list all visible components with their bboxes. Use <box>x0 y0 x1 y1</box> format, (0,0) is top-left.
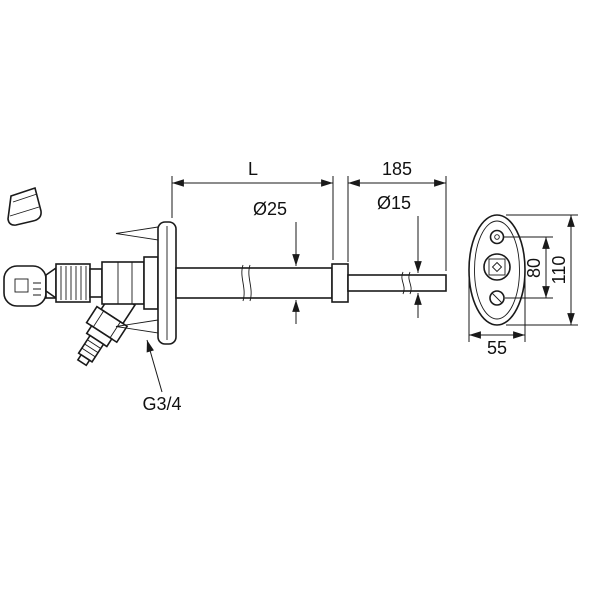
spindle-bonnet <box>483 253 511 281</box>
dimension-80: 80 <box>504 236 553 299</box>
extension-tube-break-marks <box>401 271 412 295</box>
dim-d25-label: Ø25 <box>253 199 287 219</box>
dimension-d25: Ø25 <box>253 199 300 324</box>
valve-body-lines <box>117 262 133 304</box>
key-handle-contour-line <box>12 193 38 203</box>
wall-tube-break-marks <box>241 264 252 302</box>
dim-d15-label: Ø15 <box>377 193 411 213</box>
hose-outlet <box>76 289 137 367</box>
dimension-d15: Ø15 <box>377 193 422 318</box>
plate-inner-oval <box>474 220 520 320</box>
dim-185-label: 185 <box>382 159 412 179</box>
dim-55-label: 55 <box>487 338 507 358</box>
hose-nipple-barbs <box>81 339 101 358</box>
wall-tube <box>175 263 349 303</box>
valve-union <box>143 256 159 310</box>
dim-110-label: 110 <box>549 256 569 285</box>
dim-L-label: L <box>248 159 258 179</box>
flat-key-square-hole <box>14 278 29 293</box>
hose-nipple-tip <box>76 353 91 367</box>
spindle-square <box>488 258 506 276</box>
dimension-L: L <box>171 159 334 260</box>
knurl-lines <box>60 266 87 300</box>
dimension-110: 110 <box>506 214 578 326</box>
knurled-cap <box>55 263 91 303</box>
g34-leader-line <box>146 339 163 393</box>
anchor-spike-bottom <box>115 319 159 334</box>
extension-tube-body <box>347 274 447 292</box>
outlet-nut-facets <box>92 310 121 339</box>
screw-bottom-slot <box>492 293 502 303</box>
screw-top-center <box>494 234 500 240</box>
anchor-spike-top <box>115 226 159 241</box>
wall-tube-body <box>175 267 333 299</box>
extension-tube <box>347 271 447 295</box>
spindle-square-inner <box>491 261 503 273</box>
key-handle-outline <box>7 186 42 226</box>
screw-top <box>489 229 505 245</box>
dimension-55: 55 <box>468 278 526 358</box>
callout-g34: G3/4 <box>142 339 182 414</box>
g34-label: G3/4 <box>142 394 181 414</box>
dim-80-label: 80 <box>524 258 544 278</box>
valve-body <box>101 261 145 305</box>
tube-coupling-nut <box>331 263 349 303</box>
loose-key-handle <box>7 186 42 226</box>
wall-plate-front-view <box>468 214 526 326</box>
dimension-185: 185 <box>347 159 447 271</box>
valve-head <box>45 256 159 310</box>
flat-key-body <box>3 265 47 307</box>
key-handle-contour-line2 <box>9 206 40 217</box>
flat-key-marking-lines <box>33 282 41 296</box>
valve-collar <box>89 268 103 298</box>
